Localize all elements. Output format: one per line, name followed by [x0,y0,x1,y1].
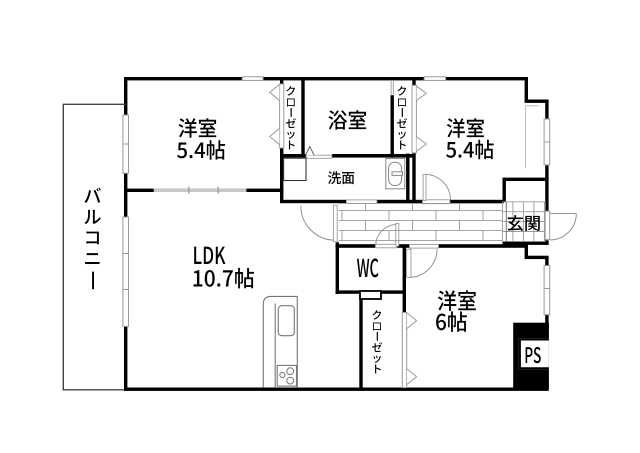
svg-text:PS: PS [524,339,541,370]
svg-text:ク: ク [285,83,296,99]
svg-text:ロ: ロ [397,94,408,110]
svg-text:ロ: ロ [372,318,383,334]
svg-text:バ: バ [84,183,102,209]
svg-text:洋室: 洋室 [437,284,477,316]
svg-text:ゼ: ゼ [285,115,296,131]
svg-text:ク: ク [397,83,408,99]
svg-text:ゼ: ゼ [397,115,408,131]
svg-text:WC: WC [357,249,379,285]
svg-text:ニ: ニ [84,245,102,271]
svg-text:5.4帖: 5.4帖 [177,135,226,165]
svg-text:浴室: 浴室 [328,105,368,135]
svg-text:コ: コ [84,224,102,250]
svg-text:洋室: 洋室 [446,113,485,143]
svg-text:玄関: 玄関 [507,210,541,235]
svg-text:洋室: 洋室 [178,113,217,143]
svg-text:ト: ト [285,137,296,153]
svg-text:LDK: LDK [193,237,226,271]
svg-text:ッ: ッ [372,350,383,366]
svg-text:ッ: ッ [285,126,296,142]
svg-text:10.7帖: 10.7帖 [192,262,255,294]
svg-text:ク: ク [372,307,383,323]
svg-text:ッ: ッ [397,126,408,142]
svg-text:洗面: 洗面 [328,168,356,188]
svg-text:ト: ト [397,137,408,153]
svg-text:ロ: ロ [285,94,296,110]
svg-text:ト: ト [372,361,383,377]
svg-text:ゼ: ゼ [372,339,383,355]
svg-text:ル: ル [84,203,102,229]
svg-text:5.4帖: 5.4帖 [446,134,495,164]
svg-text:6帖: 6帖 [435,305,468,337]
